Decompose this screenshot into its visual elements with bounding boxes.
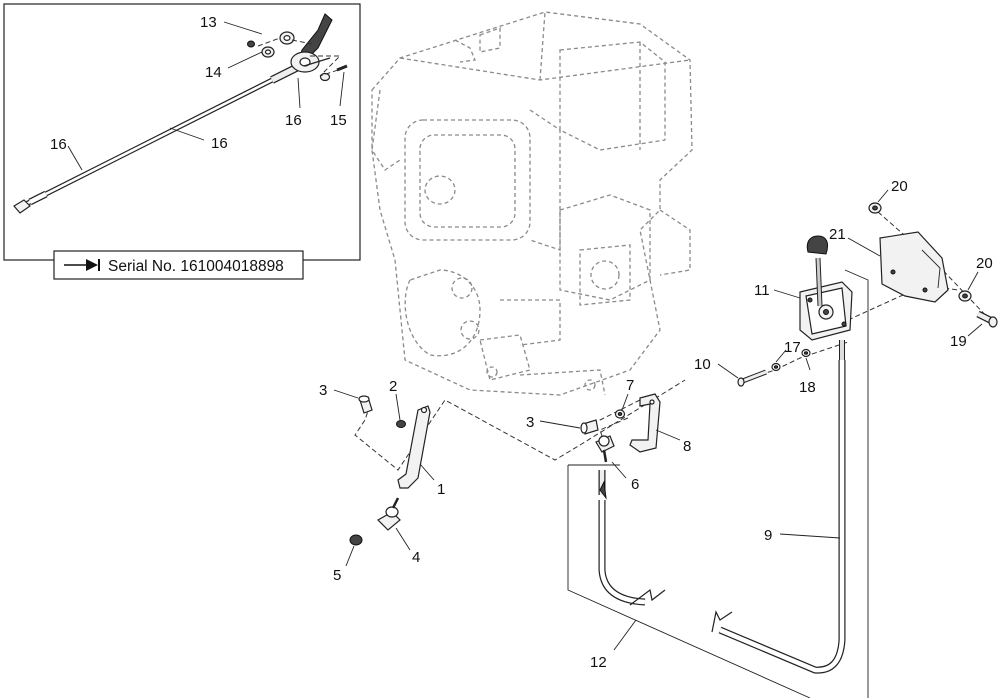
bolt-part-3-right xyxy=(580,419,599,435)
inset-box: 13 14 16 15 16 16 xyxy=(3,3,361,261)
bolt-part-3 xyxy=(358,395,373,414)
inset-bolt-15 xyxy=(336,64,348,72)
control-lever-part-11 xyxy=(799,235,853,341)
ball-joint-part-6 xyxy=(595,435,615,463)
inset-throttle-lever xyxy=(290,13,333,73)
arrow-right-to-bar-icon xyxy=(64,259,100,271)
callout-18: 18 xyxy=(799,379,816,396)
callout-3: 3 xyxy=(319,382,327,399)
nut-part-2 xyxy=(396,420,406,428)
callout-11: 11 xyxy=(754,282,770,299)
callout-16: 16 xyxy=(50,136,67,153)
callout-labels: 1 2 3 3 4 5 6 7 8 9 10 11 12 17 18 19 20… xyxy=(319,178,993,671)
callout-2: 2 xyxy=(389,378,397,395)
callout-14: 14 xyxy=(205,64,222,81)
ball-joint-part-4 xyxy=(377,497,401,531)
callout-15: 15 xyxy=(330,112,347,129)
callout-17: 17 xyxy=(784,339,801,356)
bolt-part-19 xyxy=(976,310,998,328)
serial-number-label: Serial No. 161004018898 xyxy=(53,250,304,280)
callout-3: 3 xyxy=(526,414,534,431)
cover-plate-part-21 xyxy=(879,231,949,303)
bracket-part-1 xyxy=(397,405,431,489)
callout-7: 7 xyxy=(626,377,634,394)
nut-part-5 xyxy=(349,534,363,546)
callout-9: 9 xyxy=(764,527,772,544)
callout-6: 6 xyxy=(631,476,639,493)
callout-16: 16 xyxy=(211,135,228,152)
callout-19: 19 xyxy=(950,333,967,350)
serial-number-text: Serial No. 161004018898 xyxy=(108,258,284,275)
callout-5: 5 xyxy=(333,567,341,584)
leader-lines xyxy=(333,189,983,651)
screw-part-10 xyxy=(737,369,767,387)
callout-8: 8 xyxy=(683,438,691,455)
callout-1: 1 xyxy=(437,481,445,498)
cable-part-9 xyxy=(598,340,846,674)
callout-20: 20 xyxy=(891,178,908,195)
callout-4: 4 xyxy=(412,549,420,566)
bracket-outline-part-12 xyxy=(567,465,811,698)
inset-nut xyxy=(247,40,255,48)
inset-cable xyxy=(13,62,302,214)
callout-21: 21 xyxy=(829,226,846,243)
callout-20: 20 xyxy=(976,255,993,272)
engine-ghost xyxy=(371,11,693,396)
callout-12: 12 xyxy=(590,654,607,671)
callout-10: 10 xyxy=(694,356,711,373)
bracket-part-8 xyxy=(629,393,661,453)
callout-16: 16 xyxy=(285,112,302,129)
inset-nut-small xyxy=(319,72,331,82)
callout-13: 13 xyxy=(200,14,217,31)
